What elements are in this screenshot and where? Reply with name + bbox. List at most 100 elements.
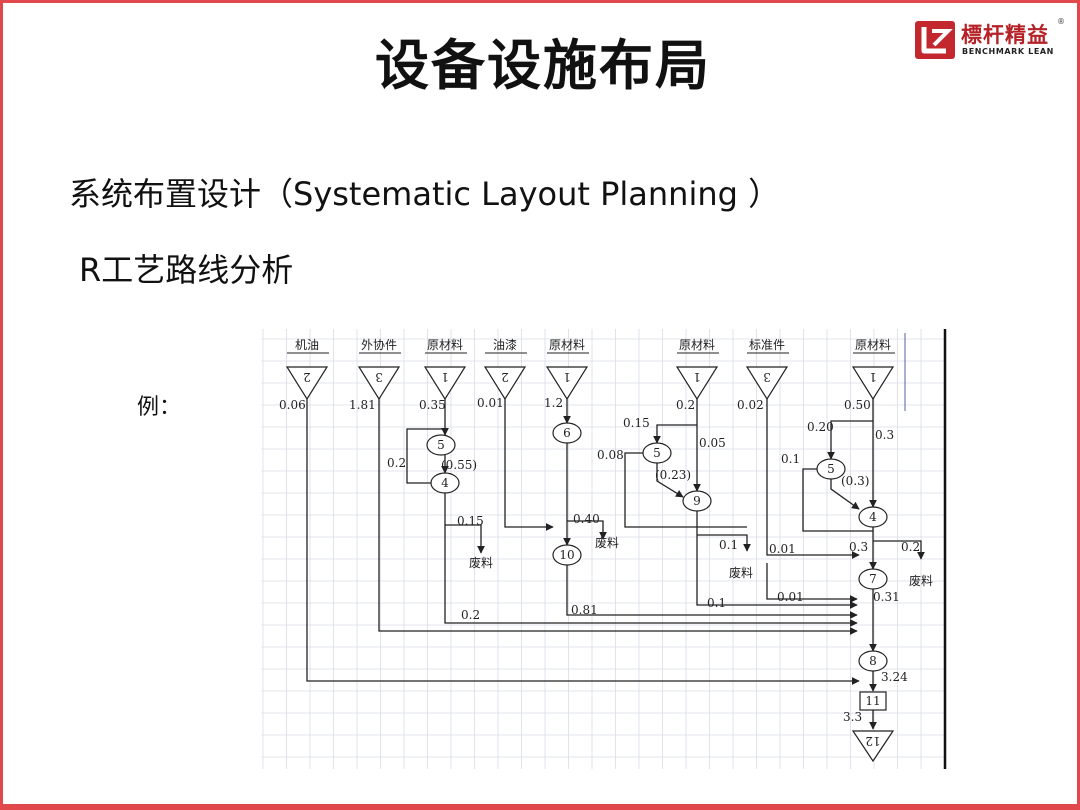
example-label: 例： — [137, 395, 182, 420]
source-triangle — [357, 366, 401, 401]
operation-6-number: 6 — [563, 426, 571, 440]
flow-line — [444, 493, 858, 627]
operation-11 — [859, 691, 887, 711]
source-number: 1 — [563, 370, 571, 384]
flow-line — [766, 563, 858, 603]
source-number: 1 — [869, 370, 877, 384]
scrap-label: 废料 — [729, 565, 753, 580]
material-label: 机油 — [295, 338, 319, 352]
slide-title: 设备设施布局 — [375, 34, 711, 97]
material-label: 外协件 — [361, 337, 397, 352]
source-flow-label: 0.02 — [737, 398, 764, 412]
source-flow-label: 1.81 — [349, 398, 376, 412]
flow-value-label: 0.2 — [901, 540, 920, 554]
source-flow-label: 0.01 — [477, 396, 504, 410]
source-number: 3 — [763, 370, 771, 384]
flow-value-label: 3.3 — [843, 710, 862, 724]
source-triangle — [545, 366, 589, 401]
operation-12-number: 12 — [865, 734, 880, 748]
source-flow-label: 0.06 — [279, 398, 306, 412]
flow-line — [827, 420, 873, 460]
operation-5-number: 5 — [437, 438, 445, 452]
flow-value-label: 0.01 — [769, 542, 796, 556]
source-triangle — [745, 366, 789, 401]
flow-line — [445, 524, 485, 554]
flow-value-label: 0.08 — [597, 448, 624, 462]
material-label: 原材料 — [427, 338, 463, 352]
scrap-label: 废料 — [909, 573, 933, 588]
flow-value-label: (0.23) — [655, 468, 691, 482]
flow-line — [656, 463, 684, 498]
flow-value-label: 0.2 — [461, 608, 480, 622]
material-label: 原材料 — [679, 338, 715, 352]
flow-line — [653, 424, 697, 444]
operation-9-number: 9 — [693, 494, 701, 508]
flow-line — [567, 520, 607, 540]
operation-4-number: 4 — [441, 476, 449, 490]
logo-mark-icon — [915, 21, 955, 59]
flow-value-label: 0.3 — [875, 428, 894, 442]
flow-nodes — [285, 352, 895, 763]
source-triangle — [675, 366, 719, 401]
source-number: 1 — [441, 370, 449, 384]
benchmark-lean-logo: 標杆精益 BENCHMARK LEAN ® — [915, 17, 1065, 63]
operation-12 — [851, 730, 895, 763]
flow-line — [624, 452, 747, 528]
flow-value-label: 0.05 — [699, 436, 726, 450]
flow-line — [802, 468, 873, 532]
source-number: 3 — [375, 370, 383, 384]
source-number: 2 — [303, 370, 311, 384]
operation-5 — [426, 434, 456, 456]
operation-7 — [858, 568, 888, 590]
material-label: 油漆 — [493, 338, 517, 352]
operation-8-number: 8 — [869, 654, 877, 668]
flow-line — [830, 479, 860, 510]
flow-value-label: 0.15 — [457, 514, 484, 528]
source-flow-label: 0.50 — [844, 398, 871, 412]
operation-5b — [642, 442, 672, 464]
flow-value-label: (0.55) — [441, 458, 477, 472]
operation-10 — [552, 544, 582, 566]
operation-4b — [858, 506, 888, 528]
flow-line — [566, 565, 858, 619]
logo-name-cn: 標杆精益 — [961, 23, 1049, 47]
source-number: 2 — [501, 370, 509, 384]
section-heading: R工艺路线分析 — [79, 251, 294, 289]
scrap-label: 废料 — [469, 555, 493, 570]
flow-line — [306, 399, 860, 685]
flow-value-label: 0.1 — [719, 538, 738, 552]
operation-6 — [552, 422, 582, 444]
flow-value-label: 0.31 — [873, 590, 900, 604]
slide-subtitle: 系统布置设计（Systematic Layout Planning ） — [69, 175, 781, 213]
operation-5b-number: 5 — [653, 446, 661, 460]
flow-value-label: 0.2 — [387, 456, 406, 470]
logo-registered-mark: ® — [1057, 17, 1065, 26]
operation-8 — [858, 650, 888, 672]
flow-line — [697, 534, 751, 552]
source-flow-label: 1.2 — [544, 396, 563, 410]
flow-value-label: 0.1 — [781, 452, 800, 466]
flow-value-label: 3.24 — [881, 670, 908, 684]
operation-5c-number: 5 — [827, 462, 835, 476]
source-triangle — [423, 366, 467, 401]
source-triangle — [483, 366, 527, 401]
operation-7-number: 7 — [869, 572, 877, 586]
operation-4b-number: 4 — [869, 510, 877, 524]
source-triangle — [851, 366, 895, 401]
source-flow-label: 0.2 — [676, 398, 695, 412]
material-label: 原材料 — [855, 338, 891, 352]
operation-9 — [682, 490, 712, 512]
flow-value-label: 0.3 — [849, 540, 868, 554]
flow-value-label: 0.01 — [777, 590, 804, 604]
flow-value-label: 0.1 — [707, 596, 726, 610]
scrap-label: 废料 — [595, 535, 619, 550]
operation-5c — [816, 458, 846, 480]
source-flow-label: 0.35 — [419, 398, 446, 412]
flow-lines — [306, 399, 925, 730]
operation-4 — [430, 472, 460, 494]
operation-10-number: 10 — [559, 548, 574, 562]
